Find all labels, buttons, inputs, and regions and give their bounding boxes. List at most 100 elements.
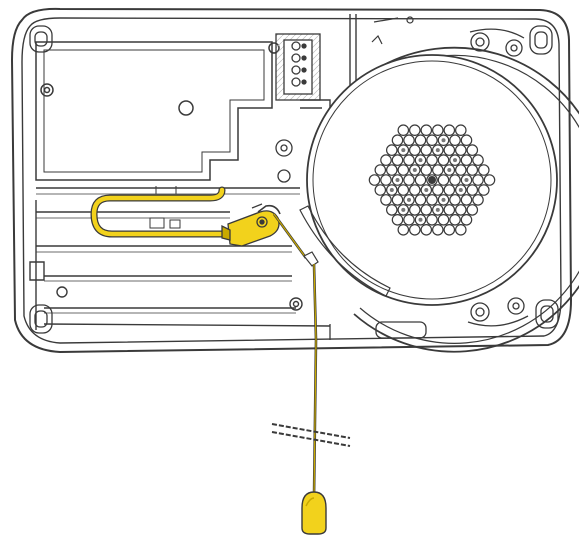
grille-hole	[472, 174, 484, 186]
terminal-block	[275, 33, 321, 101]
grille-hole	[420, 204, 433, 216]
screw-hole-icon	[529, 25, 553, 55]
screw-hole-icon	[178, 100, 194, 116]
grille-hole	[443, 204, 456, 216]
grille-hole-shadow	[401, 207, 406, 212]
grille-hole	[397, 164, 410, 176]
grille-hole-shadow	[418, 158, 423, 163]
grille-hole	[431, 164, 444, 176]
grille-hole-shadow	[453, 158, 457, 163]
grille-hole	[454, 124, 467, 136]
grille-hole	[437, 214, 450, 226]
grille-hole	[454, 144, 467, 156]
grille-hole	[420, 124, 433, 136]
screw-hole-icon	[289, 297, 303, 311]
screw-hole-icon	[275, 139, 293, 157]
guide-slot	[299, 205, 391, 297]
grille-hole	[437, 174, 450, 186]
screw-hole-icon	[56, 286, 68, 298]
screw-hole-icon	[505, 39, 523, 57]
grille-hole-shadow	[435, 207, 440, 212]
grille-hole	[426, 154, 438, 166]
cord-break-marks	[271, 423, 351, 447]
grille-hole	[380, 174, 392, 186]
grille-hole	[408, 224, 421, 236]
pull-cord[interactable]	[272, 213, 319, 499]
grille-hole-shadow	[407, 197, 411, 202]
grille-hole	[449, 134, 461, 146]
grille-hole	[443, 124, 456, 136]
grille-hole	[374, 164, 387, 176]
grille-hole	[380, 154, 392, 166]
grille-hole	[403, 154, 415, 166]
grille-hole	[460, 194, 473, 206]
grille-hole	[380, 194, 392, 206]
grille-hole	[385, 164, 398, 176]
grille-hole	[460, 214, 473, 226]
grille-hole-shadow	[441, 197, 446, 202]
screw-hole-icon	[29, 304, 53, 334]
grille-hole	[391, 154, 404, 166]
grille-hole	[414, 174, 427, 186]
grille-hole	[460, 134, 473, 146]
grille-hole-shadow	[395, 178, 400, 182]
mounting-rails	[29, 187, 331, 330]
grille-hole	[449, 214, 461, 226]
grille-hole	[454, 224, 467, 236]
switch-wiring	[90, 186, 236, 238]
grille-hole	[431, 184, 444, 196]
fan-housing-arc	[332, 46, 579, 353]
screw-hole-icon	[43, 86, 51, 94]
grille-hole-shadow	[464, 178, 469, 182]
grille-hole	[414, 134, 427, 146]
grille-hole-shadow	[412, 168, 417, 172]
grille-hole	[403, 214, 415, 226]
screw-hole-icon	[29, 25, 53, 53]
grille-hole-shadow	[458, 188, 463, 192]
grille-hole	[483, 174, 496, 186]
grille-hole	[431, 124, 444, 136]
grille-hole	[391, 214, 404, 226]
grille-hole	[408, 124, 421, 136]
grille-hole	[420, 164, 433, 176]
mounting-plate	[35, 41, 280, 181]
grille-hole	[403, 174, 415, 186]
grille-hole	[472, 194, 484, 206]
terminal-screws	[291, 41, 307, 87]
cord-pull-handle[interactable]	[301, 491, 327, 535]
fan-hub	[428, 176, 436, 184]
grille-hole-shadow	[435, 148, 440, 153]
rail-clips	[149, 186, 181, 229]
grille-hole	[414, 194, 427, 206]
grille-hole	[403, 134, 415, 146]
grille-hole	[449, 174, 461, 186]
screw-posts	[275, 28, 529, 327]
grille-hole	[420, 144, 433, 156]
grille-hole	[477, 184, 490, 196]
grille-hole	[443, 144, 456, 156]
grille-hole	[466, 184, 479, 196]
grille-hole	[408, 204, 421, 216]
grille-hole	[385, 144, 398, 156]
grille-hole	[385, 204, 398, 216]
screw-hole-icon	[292, 300, 300, 308]
grille-hole	[368, 174, 381, 186]
grille-hole	[391, 194, 404, 206]
grille-hole-shadow	[441, 138, 446, 143]
grille-hole	[408, 144, 421, 156]
top-markings	[371, 16, 414, 45]
grille-hole	[472, 154, 484, 166]
grille-hole	[426, 134, 438, 146]
grille-hole	[408, 184, 421, 196]
grille-hole-shadow	[389, 188, 394, 192]
grille-hole-shadow	[401, 148, 406, 153]
grille-hole	[454, 164, 467, 176]
grille-hole	[391, 134, 404, 146]
switch-lever	[257, 204, 281, 215]
grille-hole	[466, 204, 479, 216]
grille-hole	[437, 154, 450, 166]
grille-hole	[454, 204, 467, 216]
screw-hole-icon	[470, 302, 490, 322]
